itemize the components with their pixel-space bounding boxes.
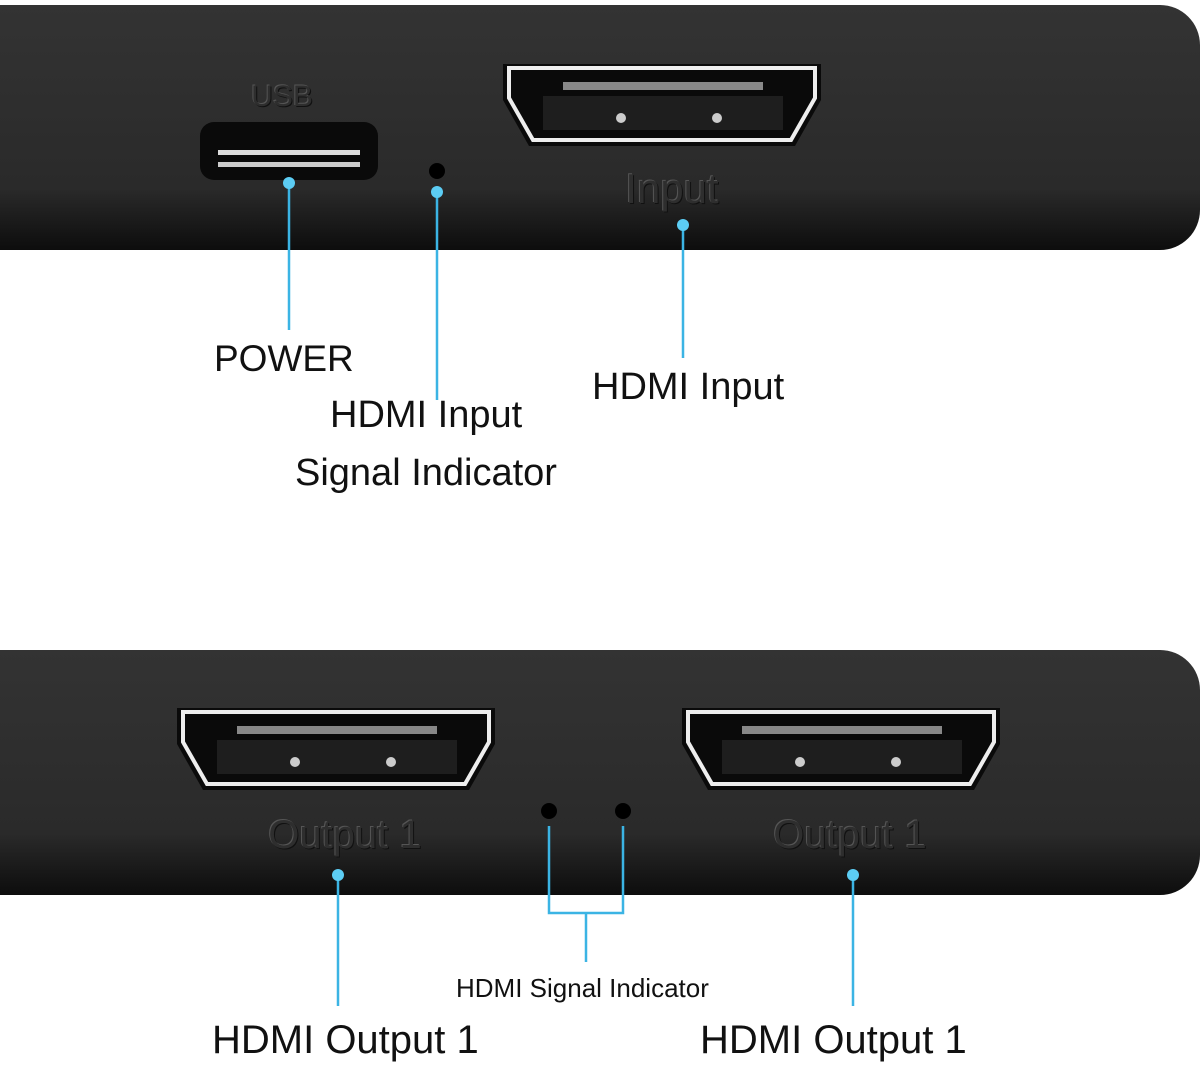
hdmi-output-port-right	[680, 706, 1002, 792]
output-left-port-marking: Output 1	[268, 813, 422, 857]
output-left-label: HDMI Output 1	[212, 1018, 479, 1062]
usb-port	[200, 122, 378, 180]
splitter-device-bottom	[0, 650, 1200, 895]
input-signal-led	[429, 163, 445, 179]
hdmi-input-label: HDMI Input	[592, 366, 785, 408]
output-signal-led-2	[615, 803, 631, 819]
input-port-marking: Input	[625, 165, 719, 212]
callout-dots	[283, 177, 859, 881]
output-right-label: HDMI Output 1	[700, 1018, 967, 1062]
splitter-device-top	[0, 5, 1200, 250]
output-signal-led-1	[541, 803, 557, 819]
input-indicator-label-line2: Signal Indicator	[295, 452, 557, 494]
hdmi-output-port-left	[175, 706, 497, 792]
power-label: POWER	[214, 338, 354, 379]
hdmi-input-port	[501, 62, 823, 148]
signal-indicator-label: HDMI Signal Indicator	[456, 973, 709, 1003]
output-right-port-marking: Output 1	[773, 813, 927, 857]
input-indicator-label-line1: HDMI Input	[330, 394, 523, 436]
usb-port-marking: USB	[251, 80, 313, 113]
callout-lines	[287, 183, 855, 1006]
